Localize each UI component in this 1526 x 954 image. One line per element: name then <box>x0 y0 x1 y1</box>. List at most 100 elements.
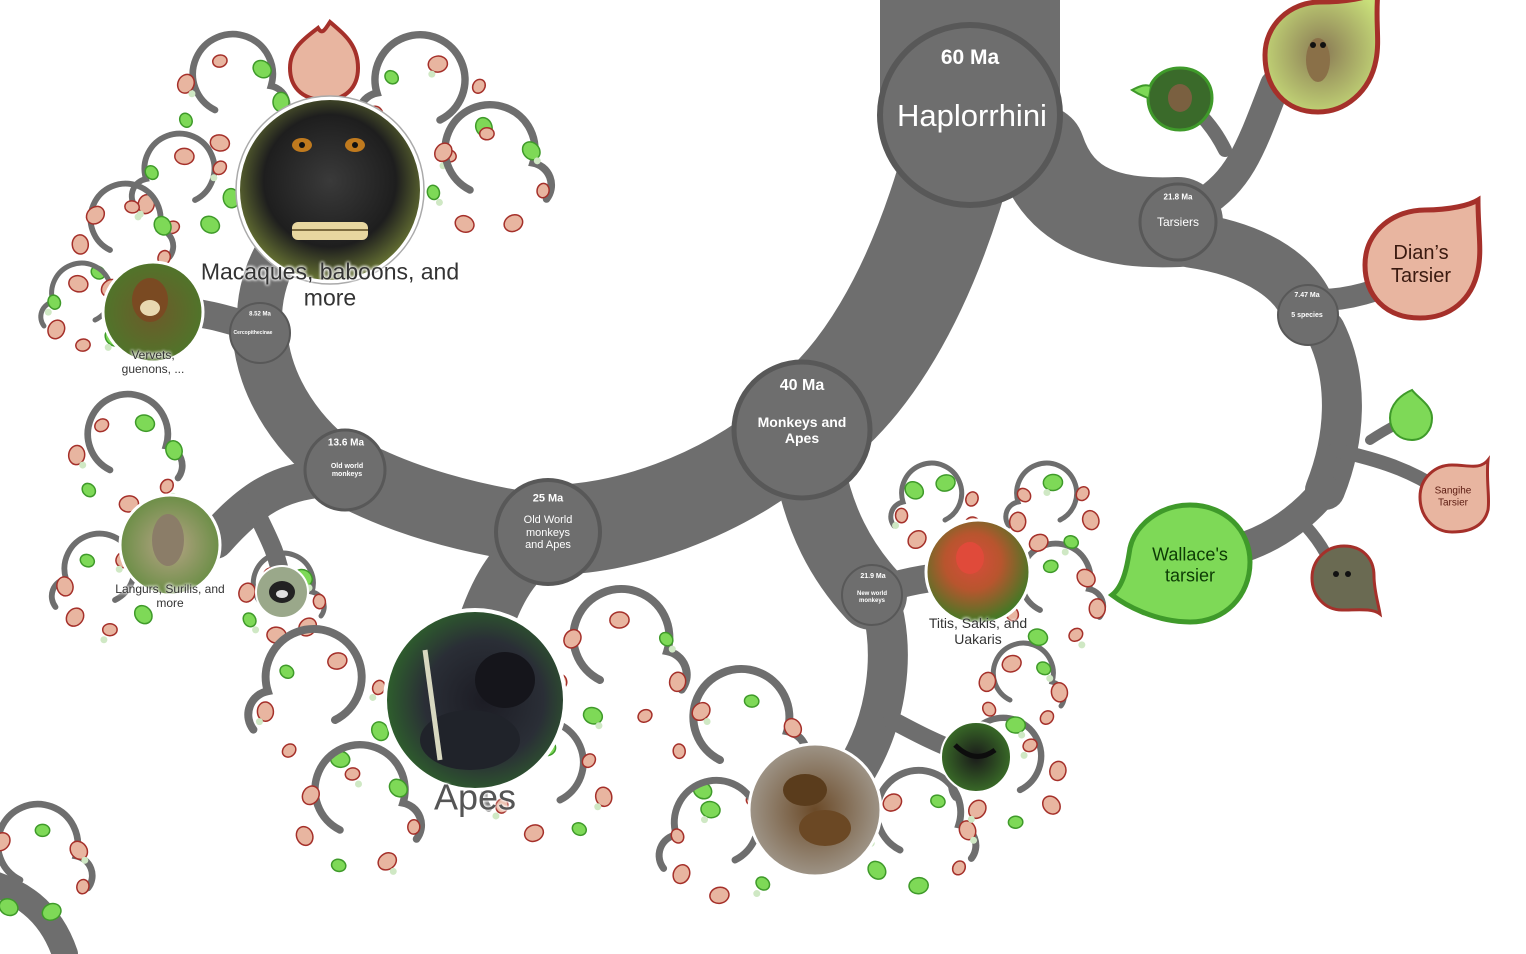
small-leaf <box>1041 795 1061 815</box>
node-tarsiers <box>1138 182 1218 262</box>
small-leaf <box>930 794 946 809</box>
caption-macaques[interactable]: Macaques, baboons, and more <box>200 258 460 311</box>
small-leaf <box>75 338 91 352</box>
small-leaf <box>1042 473 1064 492</box>
small-leaf <box>658 631 674 647</box>
guenon-photo[interactable] <box>101 260 205 364</box>
gorilla-photo[interactable] <box>383 608 567 792</box>
small-leaf <box>134 414 156 433</box>
bud <box>892 522 900 530</box>
small-leaf <box>67 444 86 466</box>
small-leaf <box>65 607 85 627</box>
small-leaf <box>81 482 97 498</box>
small-leaf <box>981 701 997 717</box>
small-leaf <box>178 112 193 128</box>
leaf-dians-label[interactable]: Dian’s Tarsier <box>1390 242 1451 287</box>
node-owm-name[interactable]: Old world monkeys <box>330 462 364 478</box>
branch-to-capuchins <box>830 580 908 800</box>
langur-photo[interactable] <box>118 493 222 597</box>
small-leaf <box>1022 738 1038 753</box>
photo-circles <box>101 0 1383 878</box>
small-leaf <box>384 69 400 85</box>
bud <box>701 816 709 824</box>
small-leaf <box>908 876 929 895</box>
caption-langurs[interactable]: Langurs, Surilis, and more <box>115 582 225 610</box>
twig <box>244 625 366 734</box>
bud <box>492 812 500 820</box>
small-leaf <box>68 274 89 293</box>
bud <box>44 308 52 316</box>
small-leaf <box>56 576 74 597</box>
small-leaf <box>571 822 588 837</box>
twig <box>0 800 96 892</box>
node-tarsiers-name[interactable]: Tarsiers <box>1156 215 1200 230</box>
spider-monkey-photo[interactable] <box>940 721 1012 793</box>
bud <box>210 174 218 182</box>
bud <box>1046 674 1054 682</box>
bud <box>354 780 362 788</box>
caption-vervets[interactable]: Vervets, guenons, ... <box>121 348 185 376</box>
node-owm-date: 13.6 Ma <box>327 437 365 449</box>
small-leaf <box>252 59 272 79</box>
small-leaf <box>1088 598 1107 619</box>
bud <box>595 722 603 730</box>
small-leaf <box>47 294 62 310</box>
small-leaf <box>581 753 597 769</box>
small-leaf <box>503 214 524 233</box>
bud <box>1020 751 1028 759</box>
small-leaf <box>76 878 90 895</box>
small-leaf <box>407 819 421 835</box>
small-leaf <box>124 200 140 214</box>
node-5species-name[interactable]: 5 species <box>1291 311 1323 319</box>
node-old-world-monkeys-apes <box>494 478 602 586</box>
bud <box>1043 489 1051 497</box>
small-leaf <box>935 474 956 492</box>
small-leaf <box>1068 627 1084 643</box>
tarsier-photo-small[interactable] <box>1130 66 1214 132</box>
node-cercopithecinae <box>229 302 291 364</box>
small-leaf <box>426 184 441 201</box>
uakari-photo[interactable] <box>924 518 1032 626</box>
capuchin-photo[interactable] <box>747 742 883 878</box>
node-cercopithecinae-name[interactable]: Cercopithecinae <box>233 330 273 337</box>
tarsier-photo-large[interactable] <box>1262 0 1381 115</box>
tarsier-photo-bottom[interactable] <box>1310 544 1383 618</box>
branch-bottom-left <box>0 872 78 954</box>
macaque-photo[interactable] <box>235 95 425 285</box>
small-leaf <box>882 793 903 812</box>
leaf-sangihe-label[interactable]: Sangihe Tarsier <box>1434 485 1472 509</box>
small-leaf <box>79 553 96 568</box>
small-leaf <box>978 671 997 693</box>
bud <box>252 626 260 634</box>
caption-titis[interactable]: Titis, Sakis, and Uakaris <box>928 614 1028 647</box>
small-leaf <box>454 214 475 234</box>
caption-apes[interactable]: Apes <box>433 776 517 818</box>
small-leaf <box>144 164 159 181</box>
small-leaf <box>672 864 691 885</box>
small-leaf <box>1027 628 1049 647</box>
node-haplorrhini <box>877 22 1063 208</box>
colobus-photo[interactable] <box>255 565 309 619</box>
leaf-wallaces-label[interactable]: Wallace's tarsier <box>1152 544 1228 585</box>
node-monkeys-apes <box>731 359 873 501</box>
small-leaf <box>85 205 106 225</box>
node-monkeys-apes-name[interactable]: Monkeys and Apes <box>757 413 847 446</box>
node-new-world-monkeys <box>841 564 903 626</box>
small-leaf <box>1050 681 1069 703</box>
small-leaf <box>755 876 771 891</box>
small-leaf <box>1007 815 1024 829</box>
branch-tarsiers-up <box>1185 70 1290 220</box>
node-haplorrhini-name[interactable]: Haplorrhini <box>897 98 1047 134</box>
small-leaf <box>1063 535 1080 549</box>
node-owma-name[interactable]: Old World monkeys and Apes <box>523 514 573 552</box>
node-nwm-name[interactable]: New world monkeys <box>856 591 887 604</box>
small-leaf <box>370 721 390 742</box>
small-leaf <box>668 671 687 693</box>
small-leaf <box>670 828 685 844</box>
small-leaf <box>295 825 314 847</box>
small-leaf <box>312 593 327 610</box>
small-leaf <box>427 55 449 73</box>
small-leaf <box>174 147 195 166</box>
small-leaf <box>1036 661 1052 676</box>
leaf-dians-tarsier <box>1362 195 1483 321</box>
